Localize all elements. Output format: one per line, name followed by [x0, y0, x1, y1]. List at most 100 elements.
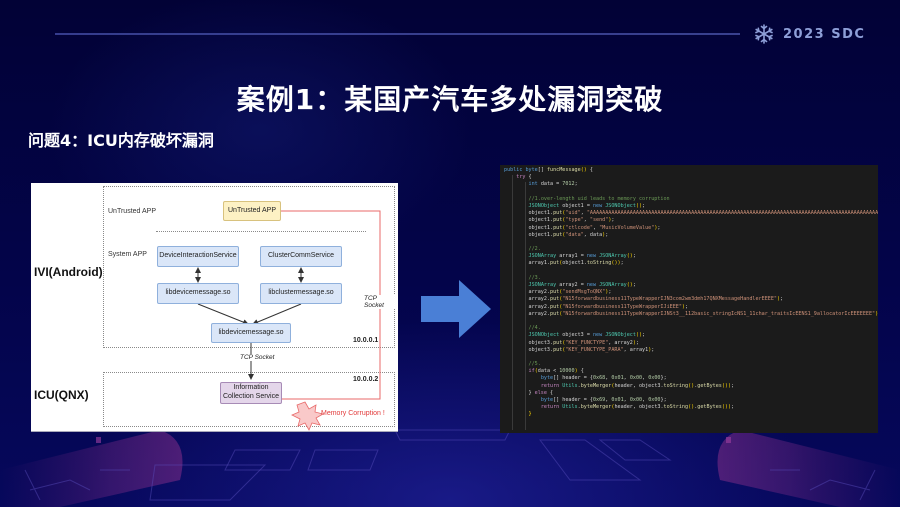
code-token: ;	[651, 346, 655, 353]
code-token: ;	[731, 382, 735, 389]
code-token: 0x00	[648, 397, 661, 403]
code-token: ,	[605, 397, 612, 403]
code-token: )	[632, 339, 636, 346]
code-token	[504, 174, 516, 180]
code-line: return Utils.byteMerger(header, object3.…	[504, 404, 878, 411]
code-token: ()	[611, 260, 618, 267]
code-line	[504, 239, 878, 246]
code-token: 0x00	[629, 397, 643, 403]
code-token: ()	[635, 332, 643, 339]
attack-path	[250, 210, 381, 402]
code-token: JSONArray	[599, 253, 627, 260]
code-line: object1.put("uid", "AAAAAAAAAAAAAAAAAAAA…	[504, 210, 878, 217]
code-token: array2.	[504, 303, 551, 310]
code-token	[504, 404, 541, 410]
code-token: "MusicVolumeValue"	[599, 224, 655, 231]
code-token: )	[727, 382, 732, 389]
code-token: .	[694, 382, 698, 389]
code-token: (	[559, 303, 563, 310]
code-token: ;	[632, 282, 636, 288]
code-token: ;	[731, 404, 735, 411]
code-token: return	[540, 404, 563, 411]
code-token: 0x00	[629, 375, 643, 382]
code-token: //5.	[528, 361, 541, 368]
code-token: , array2	[608, 339, 633, 346]
code-token: new	[592, 202, 606, 209]
icu-label: ICU(QNX)	[34, 388, 89, 402]
libclustermessage-box: libclustermessage.so	[260, 283, 342, 304]
code-token: ,	[580, 210, 587, 217]
code-token: ;	[620, 260, 624, 267]
code-token: ,	[623, 375, 630, 382]
code-token: array1 =	[556, 253, 587, 260]
code-token: byte	[540, 375, 554, 382]
system-app-zone-label: System APP	[108, 251, 147, 258]
code-token: [] header = {	[553, 375, 593, 382]
code-line: array2.put("N15forwardbusiness11TypeWrap…	[504, 304, 878, 311]
code-line: }	[504, 411, 878, 418]
code-token: (	[611, 404, 615, 411]
code-token: "AAAAAAAAAAAAAAAAAAAAAAAAAAAAAAAAAAAAAAA…	[586, 210, 878, 217]
code-token: (	[562, 217, 566, 224]
code-token: JSONArray	[528, 253, 557, 260]
snowflake-icon	[755, 24, 773, 44]
code-token: object3 =	[559, 332, 593, 339]
code-token: JSONArray	[528, 282, 557, 288]
code-token: toString	[663, 404, 689, 411]
code-token: array2.	[504, 310, 551, 317]
code-token: 7012	[562, 181, 575, 188]
code-token: "N15forwardbusiness11TypeWrapperIJiEEE"	[562, 303, 682, 310]
code-token: ,	[642, 397, 649, 403]
code-token: ;	[635, 339, 639, 346]
code-token: data =	[537, 181, 563, 188]
code-token: (	[559, 296, 563, 303]
code-token: 10000	[559, 368, 575, 375]
code-line: JSONArray array2 = new JSONArray();	[504, 282, 878, 289]
code-token: (	[559, 260, 563, 267]
code-token: data <	[537, 368, 560, 375]
code-token: "sendMsgToQNX"	[562, 289, 606, 296]
code-token: Utils	[562, 382, 578, 389]
code-token: //1.over-length uid leads to memory corr…	[528, 195, 670, 202]
code-line: array2.put("N15forwardbusiness11TypeWrap…	[504, 311, 878, 318]
untrusted-app-box: UnTrusted APP	[223, 201, 281, 221]
code-token: object1 =	[559, 202, 593, 209]
code-token: )	[608, 217, 612, 224]
code-token: ()	[635, 202, 643, 209]
code-token: new	[586, 253, 600, 260]
code-line: object3.put("KEY_FUNCTYPE_PARA", array1)…	[504, 347, 878, 354]
code-token: )	[776, 296, 781, 303]
code-line	[504, 268, 878, 275]
code-token: (	[559, 289, 563, 296]
code-token: )	[648, 346, 652, 353]
connector	[252, 303, 302, 325]
code-token: )	[681, 303, 685, 310]
code-token: "type"	[565, 217, 584, 224]
code-token: {	[525, 174, 532, 181]
code-token: 0x01	[611, 375, 624, 382]
code-line: try {	[504, 174, 878, 181]
code-token: {	[586, 167, 593, 173]
code-token: byte	[540, 397, 554, 403]
code-token: put	[553, 231, 563, 238]
code-token: 0x01	[611, 397, 624, 403]
code-token: put	[553, 224, 563, 231]
ivi-label: IVI(Android)	[34, 265, 103, 279]
code-line: byte[] header = {0x68, 0x01, 0x00, 0x00}…	[504, 375, 878, 382]
code-token: JSONObject	[605, 332, 636, 339]
code-token: )	[602, 231, 606, 238]
code-token: [] header = {	[553, 397, 593, 403]
zone-separator	[156, 231, 366, 232]
code-token: array2 =	[556, 282, 587, 288]
code-token: funcMessage	[546, 167, 581, 173]
code-token: "N15forwardbusiness11TypeWrapperIJN3com2…	[562, 296, 777, 303]
code-line: public byte[] funcMessage() {	[504, 167, 878, 174]
code-line	[504, 318, 878, 325]
code-token: (	[534, 368, 538, 375]
code-token: )	[605, 289, 609, 296]
indent-guide	[525, 182, 526, 430]
code-line: JSONObject object1 = new JSONObject();	[504, 203, 878, 210]
code-line: //2.	[504, 246, 878, 253]
code-token: put	[553, 339, 563, 346]
code-token: array2.	[504, 296, 551, 303]
